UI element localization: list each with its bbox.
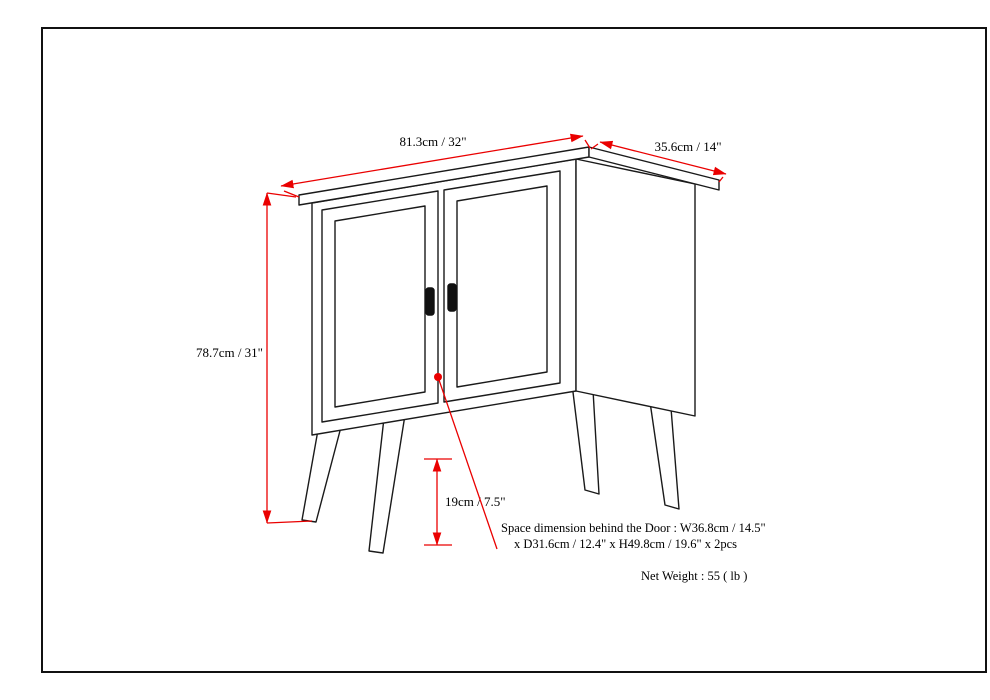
page-border [41,27,987,673]
height-extension-bottom [266,520,313,524]
depth-extension-right [718,176,724,183]
width-dimension-line [280,133,584,189]
cabinet-body-side [575,158,696,417]
front-left-leg [301,426,342,523]
height-extension-top [266,192,297,198]
width-extension-left [283,190,300,198]
cabinet-illustration [298,146,720,554]
left-door-panel [334,205,426,408]
depth-dimension [590,140,727,183]
door-leader-line [437,376,498,550]
door-space-note-line2: x D31.6cm / 12.4" x H49.8cm / 19.6" x 2p… [514,537,737,551]
width-dimension [280,133,591,198]
height-dimension [262,192,313,524]
width-dimension-label: 81.3cm / 32" [399,134,466,149]
width-extension-right [584,139,591,149]
back-left-leg [368,414,406,554]
left-door-handle [425,287,435,316]
depth-dimension-label: 35.6cm / 14" [654,139,721,154]
leg-height-dimension [424,458,452,546]
right-door-panel [456,185,548,388]
leg-height-dimension-label: 19cm / 7.5" [445,494,506,509]
door-space-note-line1: Space dimension behind the Door : W36.8c… [501,521,766,535]
right-door-handle [447,283,457,312]
height-dimension-label: 78.7cm / 31" [196,345,263,360]
depth-dimension-line [599,140,727,176]
front-right-leg [571,383,600,495]
back-right-leg [649,401,680,510]
depth-extension-left [590,143,599,150]
net-weight-note: Net Weight : 55 ( lb ) [641,569,747,583]
door-space-leader [434,373,498,550]
